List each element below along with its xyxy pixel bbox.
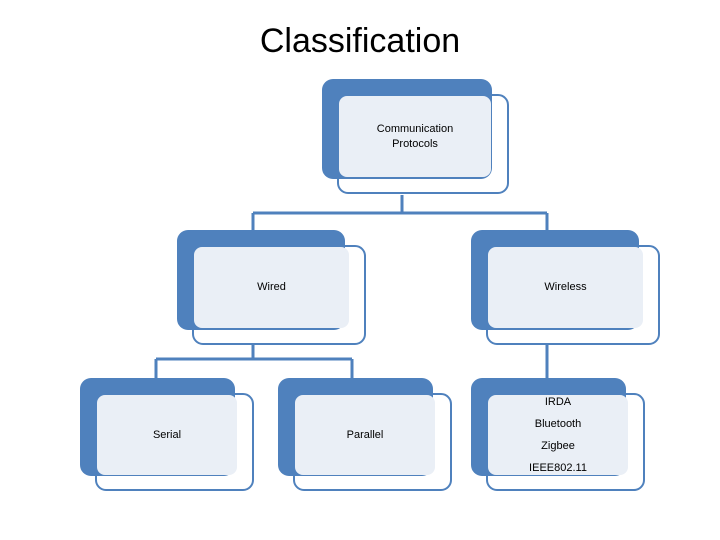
node-label-line: Serial xyxy=(152,428,182,441)
node-fill-panel xyxy=(194,247,349,328)
node-outline-shape xyxy=(486,245,660,345)
page-title: Classification xyxy=(259,22,461,60)
node-label: IRDA Bluetooth Zigbee IEEE802.11 xyxy=(488,395,628,475)
node-fill-panel xyxy=(97,395,237,475)
node-outline-shape xyxy=(337,94,509,194)
node-fill-panel xyxy=(339,96,491,177)
node-label-line: IRDA xyxy=(544,396,572,408)
node-label-line: Wireless xyxy=(544,281,587,293)
node-label-line: Communication xyxy=(376,122,454,135)
node-fill-panel xyxy=(488,247,643,328)
node-label: Communication Protocols xyxy=(339,96,491,177)
node-fill-panel xyxy=(295,395,435,475)
node-label: Wireless xyxy=(488,247,643,328)
node-outline-shape xyxy=(95,393,254,491)
node-outline-shape xyxy=(486,393,645,491)
node-label: Wired xyxy=(194,247,349,328)
node-label: Parallel xyxy=(295,395,435,475)
node-outline-shape xyxy=(293,393,452,491)
node-label-line: Wired xyxy=(257,281,286,293)
node-label-line: Parallel xyxy=(346,428,384,441)
node-label-line: Bluetooth xyxy=(534,418,582,430)
node-label-line: Zigbee xyxy=(541,440,575,452)
node-fill-panel xyxy=(488,395,628,475)
node-label: Serial xyxy=(97,395,237,475)
node-label-line: IEEE802.11 xyxy=(529,462,587,474)
node-outline-shape xyxy=(192,245,366,345)
node-label-line: Protocols xyxy=(392,137,438,150)
